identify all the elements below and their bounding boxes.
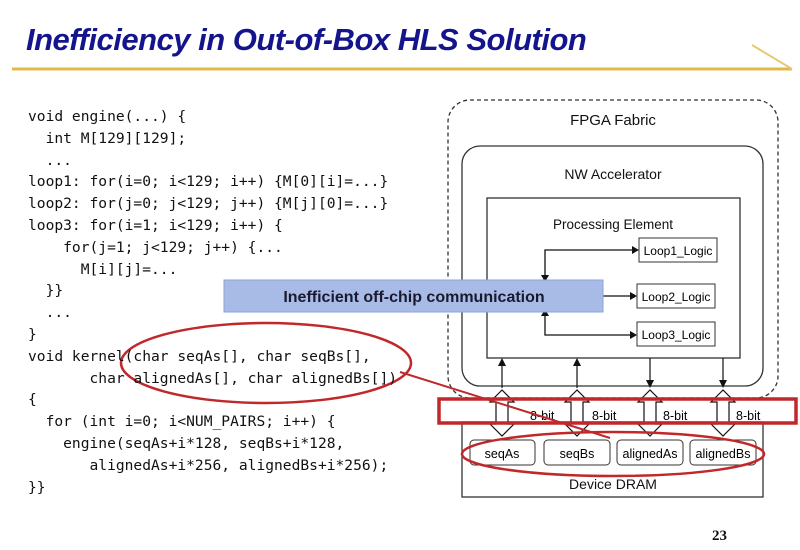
- code-line: loop1: for(i=0; i<129; i++) {M[0][i]=...…: [28, 173, 389, 191]
- highlight-connector: [399, 371, 611, 439]
- buffer-seqBs: seqBs: [560, 447, 595, 461]
- bus-label-3: 8-bit: [663, 409, 688, 423]
- page-number: 23: [712, 528, 727, 544]
- code-line: }: [28, 325, 37, 343]
- bus-arrowheads: [498, 358, 727, 388]
- code-line: ...: [28, 304, 72, 322]
- code-line: char alignedAs[], char alignedBs[]): [28, 369, 398, 387]
- code-line: }}: [28, 282, 64, 300]
- code-line: M[i][j]=...: [28, 260, 178, 278]
- buffers: [469, 439, 757, 466]
- slide-title: Inefficiency in Out-of-Box HLS Solution: [26, 22, 587, 57]
- buffer-seqAs: seqAs: [485, 447, 520, 461]
- loop3-label: Loop3_Logic: [642, 328, 711, 342]
- loop2-box: [636, 283, 716, 309]
- banner: [223, 279, 604, 313]
- buffers-highlight: [460, 430, 766, 478]
- loop2-label: Loop2_Logic: [642, 290, 711, 304]
- bus-label-2: 8-bit: [592, 409, 617, 423]
- code-line: void kernel(char seqAs[], char seqBs[],: [28, 347, 371, 365]
- code-line: loop2: for(j=0; j<129; j++) {M[j][0]=...…: [28, 195, 389, 213]
- code-line: {: [28, 391, 37, 409]
- dram-label: Device DRAM: [569, 476, 657, 492]
- accelerator-label: NW Accelerator: [564, 166, 662, 182]
- loop1-box: [638, 237, 718, 263]
- code-line: for(j=1; j<129; j++) {...: [28, 238, 283, 256]
- loop3-box: [636, 321, 716, 347]
- code-line: loop3: for(i=1; i<129; i++) {: [28, 216, 283, 234]
- title-rule-tip: [751, 44, 793, 70]
- code-block: void engine(...) { int M[129][129]; ... l…: [28, 106, 397, 498]
- loop-connectors: [544, 249, 634, 336]
- code-highlight: [119, 321, 413, 405]
- code-line: engine(seqAs+i*128, seqBs+i*128,: [28, 434, 345, 452]
- code-line: }}: [28, 478, 46, 496]
- code-line: alignedAs+i*256, alignedBs+i*256);: [28, 456, 389, 474]
- banner-label: Inefficient off-chip communication: [283, 289, 544, 306]
- bus-highlight: [437, 397, 798, 425]
- bus-label-4: 8-bit: [736, 409, 761, 423]
- code-line: for (int i=0; i<NUM_PAIRS; i++) {: [28, 413, 336, 431]
- code-line: int M[129][129];: [28, 129, 187, 147]
- code-line: void engine(...) {: [28, 108, 187, 125]
- loop1-label: Loop1_Logic: [644, 244, 713, 258]
- code-line: ...: [28, 151, 72, 169]
- fpga-label: FPGA Fabric: [570, 112, 656, 129]
- buffer-alignedBs: alignedBs: [696, 447, 751, 461]
- buffer-alignedAs: alignedAs: [623, 447, 678, 461]
- pe-label: Processing Element: [553, 217, 673, 232]
